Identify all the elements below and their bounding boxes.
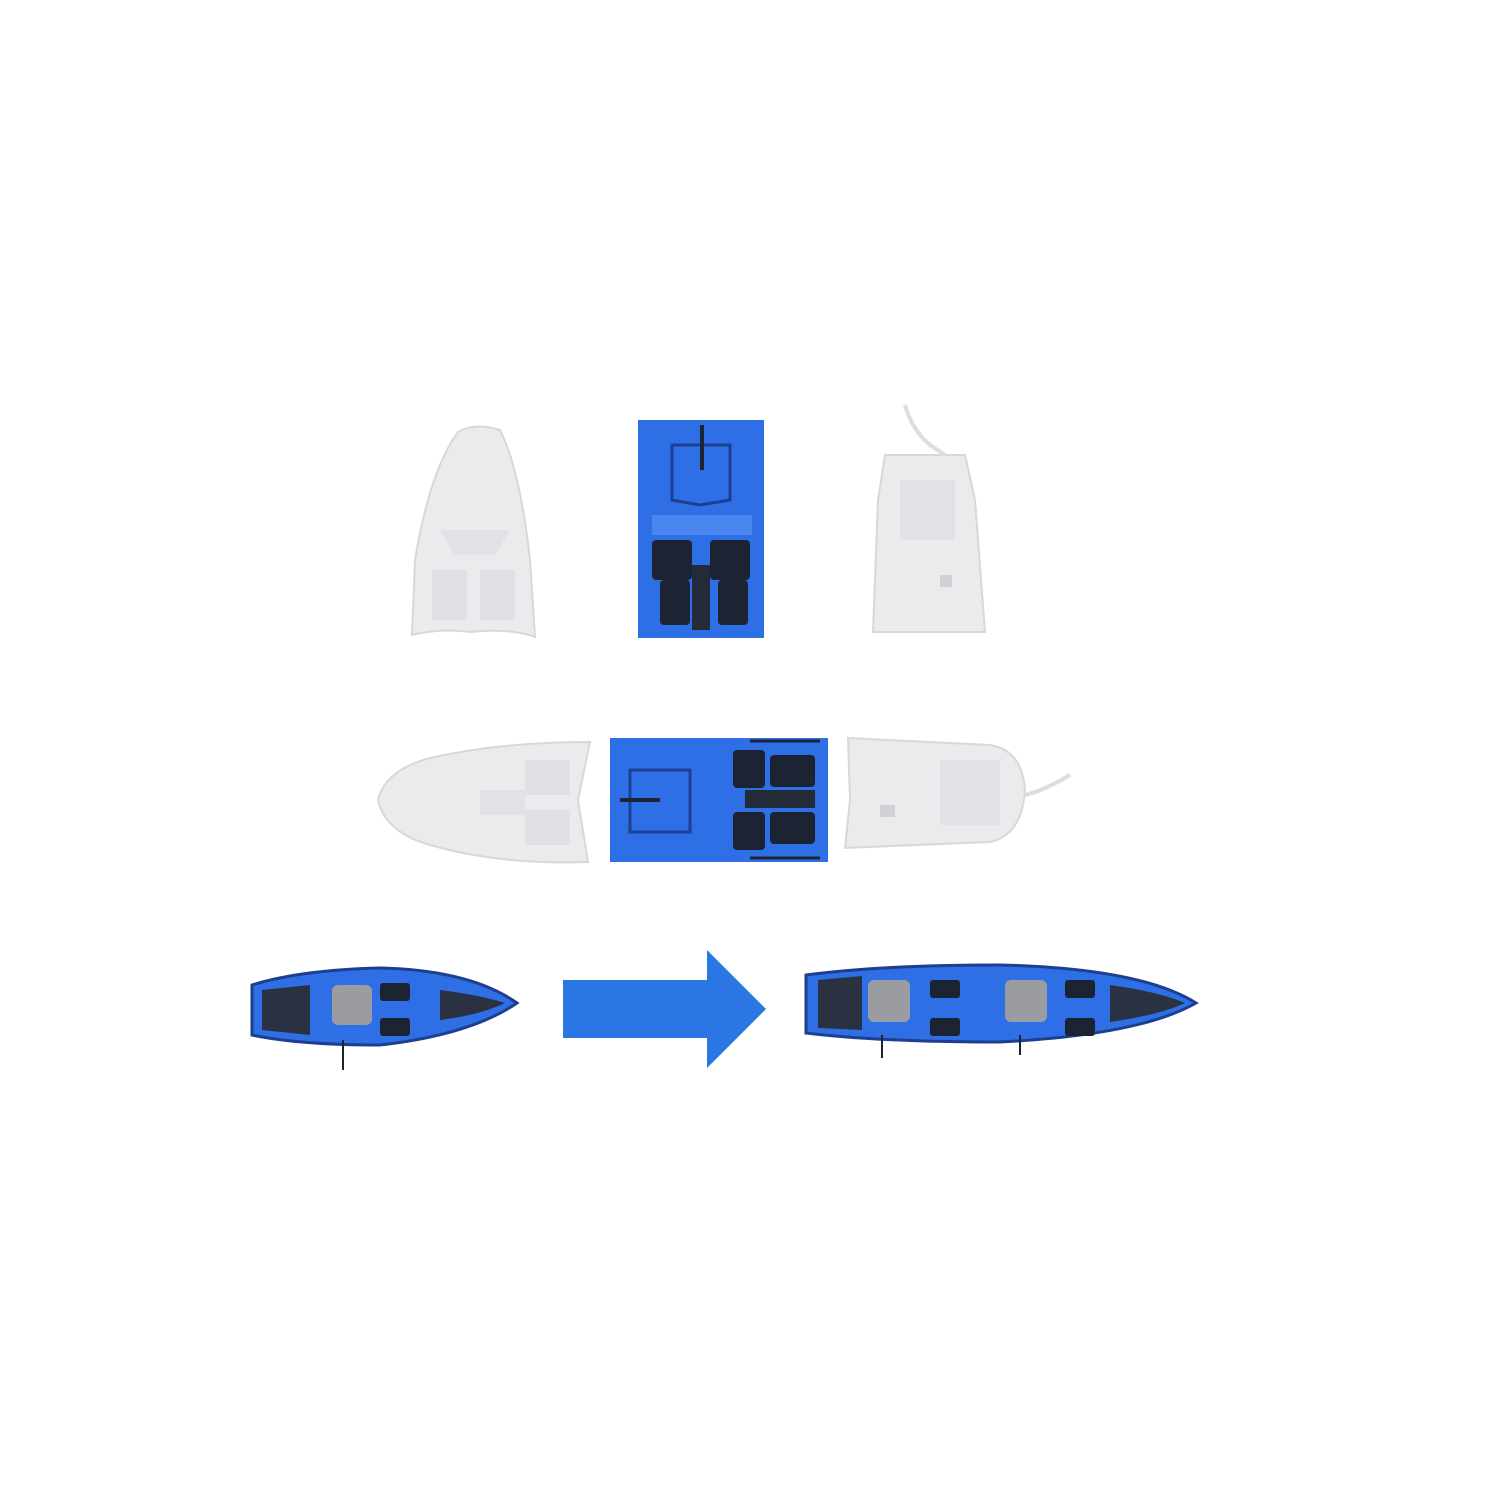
bow-section-vertical [410, 425, 537, 639]
bow-section-horizontal [376, 740, 592, 864]
tandem-kayak [804, 963, 1199, 1058]
stern-section-horizontal [843, 736, 1072, 850]
center-section-horizontal [610, 738, 828, 862]
arrow-right-icon [563, 950, 766, 1068]
stern-section-vertical [871, 404, 987, 633]
center-section-vertical [638, 420, 764, 638]
single-kayak [250, 966, 520, 1070]
